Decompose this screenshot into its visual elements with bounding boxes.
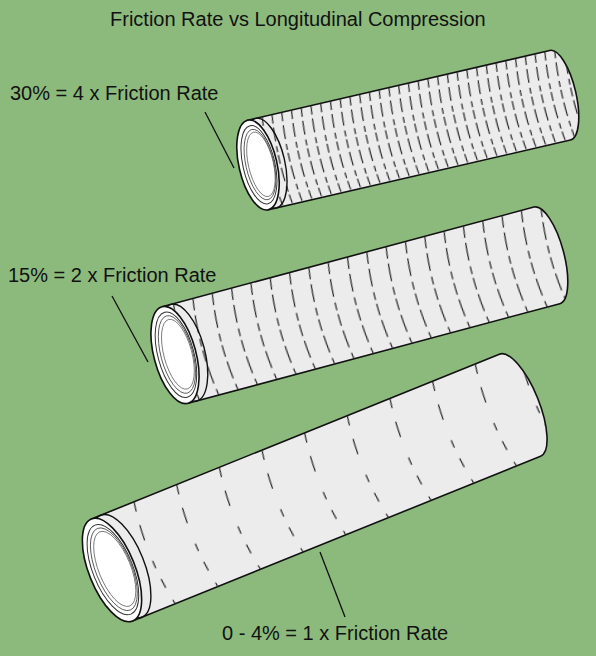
leader-line	[112, 296, 148, 362]
leader-line	[320, 552, 345, 617]
compression-label: 30% = 4 x Friction Rate	[10, 82, 218, 105]
leader-line	[205, 112, 234, 168]
diagram-title: Friction Rate vs Longitudinal Compressio…	[110, 8, 486, 31]
flex-duct	[229, 47, 586, 214]
flex-duct	[70, 347, 558, 630]
compression-label: 15% = 2 x Friction Rate	[8, 264, 216, 287]
compression-label: 0 - 4% = 1 x Friction Rate	[222, 622, 448, 645]
